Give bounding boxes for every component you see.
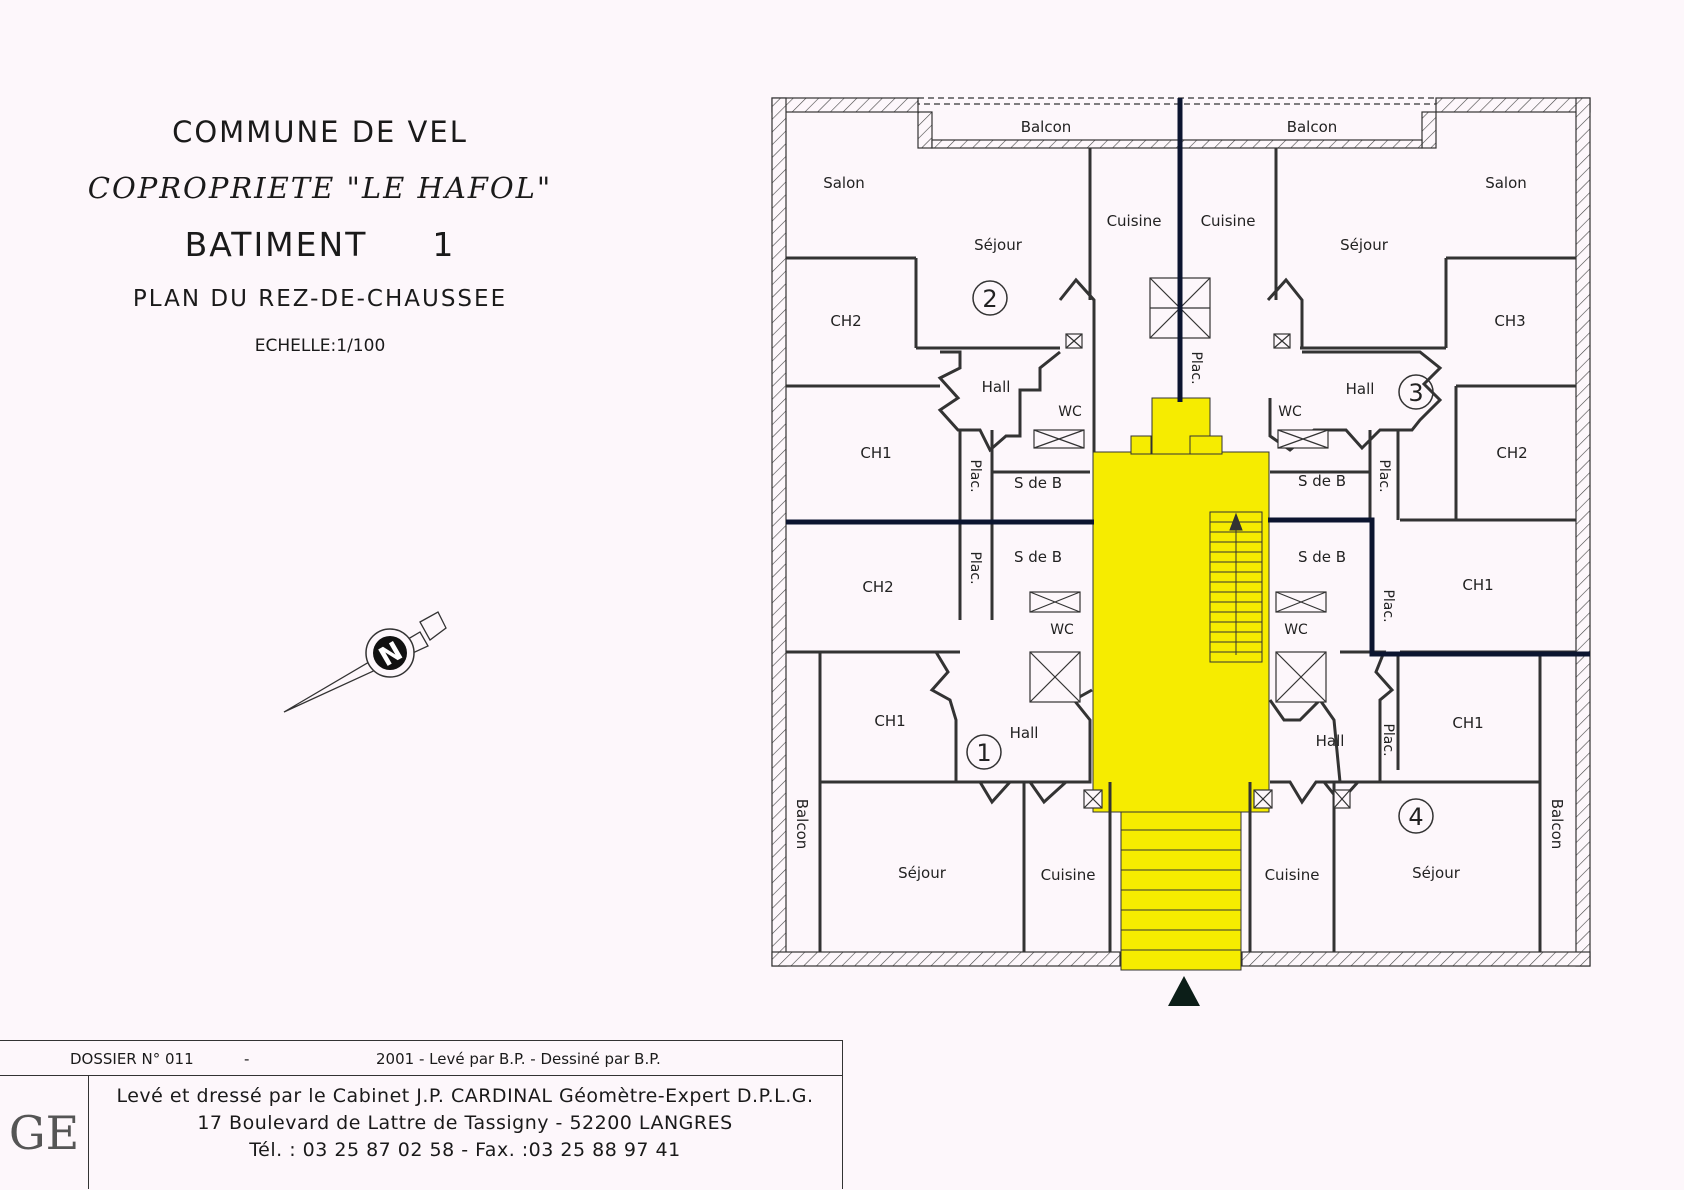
room-plac-nw: Plac.: [967, 459, 983, 492]
room-hall-2: Hall: [982, 378, 1011, 396]
phone-line: Tél. : 03 25 87 02 58 - Fax. :03 25 88 9…: [249, 1139, 681, 1161]
room-ch2-top: CH2: [830, 312, 861, 330]
room-ch1-west: CH1: [860, 444, 891, 462]
plan-title: PLAN DU REZ-DE-CHAUSSEE: [132, 286, 508, 312]
room-balcon-nw: Balcon: [1021, 118, 1072, 136]
room-sdb-se: S de B: [1298, 548, 1346, 566]
apartment-markers: [966, 280, 1434, 834]
room-ch2-east: CH2: [1496, 444, 1527, 462]
room-sdb-nw: S de B: [1014, 474, 1062, 492]
room-sejour-1: Séjour: [898, 864, 947, 882]
cabinet-line: Levé et dressé par le Cabinet J.P. CARDI…: [116, 1085, 814, 1107]
room-plac-se: Plac.: [1380, 723, 1396, 756]
floor-plan: N: [283, 97, 1591, 1006]
dossier-dash: -: [244, 1050, 250, 1068]
room-salon-3: Salon: [1485, 174, 1527, 192]
room-balcon-se: Balcon: [1548, 799, 1566, 850]
apartment-number-4: 4: [1408, 803, 1423, 831]
copropriete-title: COPROPRIETE "LE HAFOL": [87, 171, 553, 205]
room-wc-3: WC: [1278, 404, 1302, 420]
apartment-number-1: 1: [976, 739, 991, 767]
title-block: COMMUNE DE VEL COPROPRIETE "LE HAFOL" BA…: [60, 105, 580, 356]
dossier-number: DOSSIER N° 011: [70, 1050, 194, 1068]
room-ch3: CH3: [1494, 312, 1525, 330]
room-salon-2: Salon: [823, 174, 865, 192]
room-balcon-ne: Balcon: [1287, 118, 1338, 136]
entrance-arrow-icon: [1168, 976, 1200, 1006]
batiment-title: BATIMENT 1: [60, 225, 580, 264]
room-hall-4: Hall: [1316, 732, 1345, 750]
address-line: 17 Boulevard de Lattre de Tassigny - 522…: [197, 1112, 733, 1134]
dossier-row: DOSSIER N° 011 - 2001 - Levé par B.P. - …: [0, 1041, 842, 1076]
room-hall-3: Hall: [1346, 380, 1375, 398]
room-sejour-4: Séjour: [1412, 864, 1461, 882]
room-sejour-2: Séjour: [974, 236, 1023, 254]
stair-flight: [1121, 511, 1263, 951]
room-ch1-east: CH1: [1462, 576, 1493, 594]
north-arrow-icon: N: [283, 611, 447, 713]
room-labels: Balcon Balcon Salon Salon Séjour Séjour …: [793, 118, 1566, 884]
room-cuisine-2: Cuisine: [1107, 212, 1162, 230]
room-wc-1: WC: [1050, 622, 1074, 638]
room-sdb-sw: S de B: [1014, 548, 1062, 566]
title-cartouche: DOSSIER N° 011 - 2001 - Levé par B.P. - …: [0, 1040, 843, 1189]
room-plac-center: Plac.: [1188, 351, 1204, 384]
room-sdb-ne: S de B: [1298, 472, 1346, 490]
apartment-numbers: 1 2 3 4: [976, 285, 1423, 831]
commune-title: COMMUNE DE VEL: [172, 115, 468, 149]
ventilation-shafts: [1029, 277, 1351, 809]
room-hall-1: Hall: [1010, 724, 1039, 742]
room-sejour-3: Séjour: [1340, 236, 1389, 254]
room-wc-4: WC: [1284, 622, 1308, 638]
room-balcon-sw: Balcon: [793, 799, 811, 850]
lot-boundaries: [786, 98, 1590, 657]
apartment-number-3: 3: [1408, 379, 1423, 407]
survey-credits: 2001 - Levé par B.P. - Dessiné par B.P.: [376, 1050, 661, 1068]
room-cuisine-4: Cuisine: [1265, 866, 1320, 884]
room-cuisine-1: Cuisine: [1041, 866, 1096, 884]
batiment-label: BATIMENT: [184, 225, 368, 264]
room-ch1-sw: CH1: [874, 712, 905, 730]
ge-logo: GE: [0, 1076, 89, 1189]
scale-label: ECHELLE:1/100: [254, 336, 386, 356]
room-ch2-west: CH2: [862, 578, 893, 596]
exterior-walls: [771, 97, 1591, 967]
room-ch1-se: CH1: [1452, 714, 1483, 732]
room-plac-e: Plac.: [1380, 589, 1396, 622]
common-stair-area: [1092, 397, 1270, 971]
room-plac-sw: Plac.: [967, 551, 983, 584]
room-plac-ne: Plac.: [1376, 459, 1392, 492]
cabinet-address: Levé et dressé par le Cabinet J.P. CARDI…: [88, 1083, 842, 1164]
room-cuisine-3: Cuisine: [1201, 212, 1256, 230]
batiment-number: 1: [432, 225, 456, 264]
apartment-number-2: 2: [982, 285, 997, 313]
room-wc-2: WC: [1058, 404, 1082, 420]
